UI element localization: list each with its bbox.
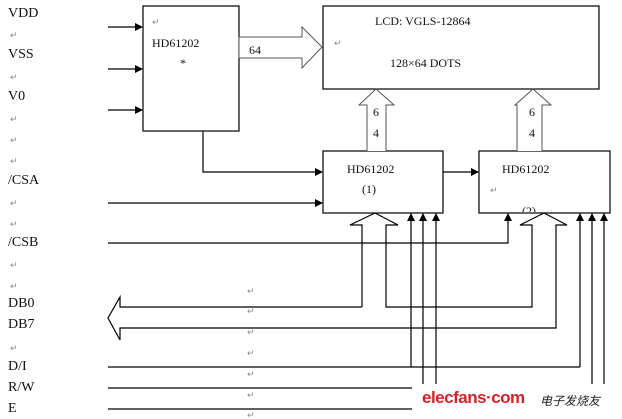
driver-1-name: HD61202 [347,162,395,176]
label-vdd: VDD [8,6,39,21]
csb-line [108,213,512,244]
return-mark: ↵ [10,135,18,145]
driver-1-index: (1) [362,182,376,196]
driver-2-name: HD61202 [502,162,550,176]
return-mark: ↵ [247,327,255,337]
driver-2-box [478,150,611,214]
label-rw: R/W [8,380,35,395]
driver-1-box [322,150,444,214]
return-mark: ↵ [247,348,255,358]
common-driver-box [142,5,240,132]
label-csa: /CSA [8,173,40,188]
return-mark: ↵ [247,306,255,316]
label-v0: V0 [8,89,26,104]
common-driver-mark: * [180,56,186,70]
return-mark: ↵ [247,286,255,296]
label-csb: /CSB [8,235,39,250]
label-db0: DB0 [8,296,35,311]
return-mark: ↵ [10,156,18,166]
return-mark: ↵ [10,219,18,229]
bus-main-width: 64 [249,43,261,57]
return-mark: ↵ [334,38,342,48]
return-mark: ↵ [10,343,18,353]
label-db7: DB7 [8,317,35,332]
label-di: D/I [8,359,27,374]
bus-1-up-arrow [357,88,396,151]
return-mark: ↵ [10,72,18,82]
common-driver-name: HD61202 [152,36,200,50]
return-mark: ↵ [10,198,18,208]
driver-2-index: (2) [522,204,536,212]
bus-2-up-arrow [513,88,553,151]
return-mark: ↵ [247,390,255,400]
bus-2-digit-1: 6 [529,105,535,119]
label-vss: VSS [8,47,34,62]
lcd-box [322,5,600,90]
lcd-title: LCD: VGLS-12864 [375,14,471,28]
watermark-site: elecfans·com [422,388,525,407]
data-bus-driver1-arrow [107,212,568,341]
label-e: E [8,401,17,416]
return-mark: ↵ [247,369,255,379]
watermark: elecfans·com 电子发烧友 [412,384,618,414]
return-mark: ↵ [10,281,18,291]
bus-64-arrow [238,25,323,70]
watermark-cn: 电子发烧友 [540,394,601,408]
return-mark: ↵ [10,260,18,270]
lcd-resolution: 128×64 DOTS [390,56,462,70]
bus-1-digit-2: 4 [373,126,379,140]
common-to-driver1-line [202,131,323,176]
return-mark: ↵ [10,114,18,124]
bus-2-digit-2: 4 [529,126,535,140]
return-mark: ↵ [490,185,498,195]
return-mark: ↵ [152,17,160,27]
return-mark: ↵ [10,30,18,40]
return-mark: ↵ [247,410,255,419]
bus-1-digit-1: 6 [373,105,379,119]
